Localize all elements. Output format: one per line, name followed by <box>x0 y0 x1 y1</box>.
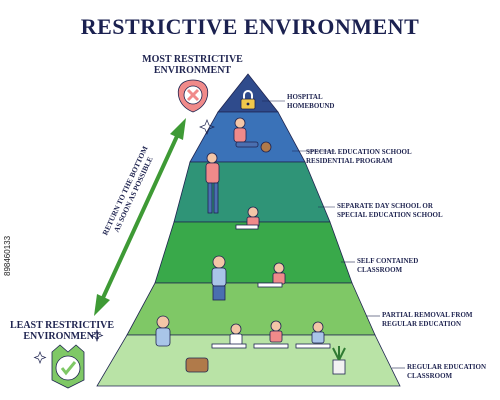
diagram-title: RESTRICTIVE ENVIRONMENT <box>80 14 420 39</box>
level-label-1: HOSPITAL HOMEBOUND <box>287 93 335 110</box>
level-label-2: SPECIAL EDUCATION SCHOOL RESIDENTIAL PRO… <box>306 148 412 165</box>
least-restrictive-label: LEAST RESTRICTIVE ENVIRONMENT <box>9 320 115 342</box>
most-restrictive-label: MOST RESTRICTIVE ENVIRONMENT <box>142 54 243 76</box>
sparkle-icons <box>33 119 215 364</box>
level-label-4: SELF CONTAINED CLASSROOM <box>357 257 419 274</box>
return-arrow <box>94 118 186 316</box>
tier-self-contained <box>154 221 353 284</box>
stock-id: 898460133 <box>3 235 12 276</box>
level-label-3: SEPARATE DAY SCHOOL OR SPECIAL EDUCATION… <box>337 202 443 219</box>
level-label-5: PARTIAL REMOVAL FROM REGULAR EDUCATION <box>382 311 473 328</box>
check-badge-icon <box>51 344 85 389</box>
tier-residential <box>189 111 306 163</box>
tier-regular-ed <box>96 334 401 387</box>
figures <box>155 117 346 375</box>
close-marker-icon <box>177 79 209 113</box>
padlock-icon <box>240 90 256 110</box>
level-label-6: REGULAR EDUCATION CLASSROOM <box>407 363 487 380</box>
